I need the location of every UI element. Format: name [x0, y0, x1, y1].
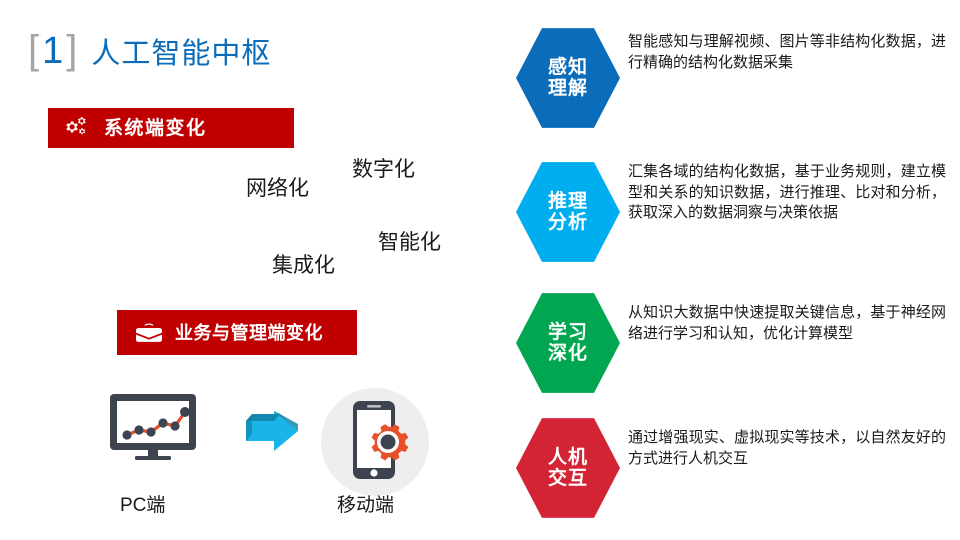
right-arrow-icon — [240, 405, 302, 464]
keyword-digital: 数字化 — [352, 158, 415, 181]
hexagon-learning: 学习 深化 — [516, 293, 620, 393]
capability-interaction-description: 通过增强现实、虚拟现实等技术，以自然友好的方式进行人机交互 — [628, 429, 946, 467]
capability-learning-description: 从知识大数据中快速提取关键信息，基于神经网络进行学习和认知，优化计算模型 — [628, 304, 946, 342]
keyword-intelligent: 智能化 — [378, 231, 441, 254]
capability-row-learning: 学习 深化 从知识大数据中快速提取关键信息，基于神经网络进行学习和认知，优化计算… — [516, 291, 946, 395]
title-text: 人工智能中枢 — [91, 38, 272, 70]
briefcase-icon — [133, 321, 165, 345]
hexagon-perception: 感知 理解 — [516, 28, 620, 128]
banner-business-side-label: 业务与管理端变化 — [175, 322, 323, 343]
capability-row-perception: 感知 理解 智能感知与理解视频、图片等非结构化数据，进行精确的结构化数据采集 — [516, 26, 946, 130]
banner-business-side: 业务与管理端变化 — [117, 310, 357, 355]
hexagon-interaction-label: 人机 交互 — [547, 446, 588, 489]
gears-icon — [62, 116, 92, 140]
endpoint-label-pc: PC端 — [120, 495, 166, 516]
hexagon-interaction: 人机 交互 — [516, 418, 620, 518]
hexagon-reasoning: 推理 分析 — [516, 162, 620, 262]
title-bracket-left: [ — [28, 28, 40, 72]
capability-perception-description: 智能感知与理解视频、图片等非结构化数据，进行精确的结构化数据采集 — [628, 33, 946, 71]
page-title: [ 1 ] 人工智能中枢 — [28, 30, 271, 70]
hexagon-perception-label: 感知 理解 — [547, 56, 588, 99]
title-number: 1 — [42, 30, 64, 72]
capability-reasoning-description: 汇集各域的结构化数据，基于业务规则，建立模型和关系的知识数据，进行推理、比对和分… — [628, 163, 946, 222]
banner-system-side: 系统端变化 — [48, 108, 294, 148]
capability-row-reasoning: 推理 分析 汇集各域的结构化数据，基于业务规则，建立模型和关系的知识数据，进行推… — [516, 160, 946, 264]
capability-row-interaction: 人机 交互 通过增强现实、虚拟现实等技术，以自然友好的方式进行人机交互 — [516, 416, 946, 520]
hexagon-learning-label: 学习 深化 — [547, 321, 588, 364]
keyword-integration: 集成化 — [272, 254, 335, 277]
hexagon-reasoning-label: 推理 分析 — [547, 190, 588, 233]
keyword-network: 网络化 — [246, 177, 309, 200]
endpoint-label-mobile: 移动端 — [337, 495, 395, 516]
smartphone-gear-icon — [318, 385, 432, 504]
monitor-chart-icon — [108, 392, 198, 469]
banner-system-side-label: 系统端变化 — [104, 117, 207, 139]
title-bracket-right: ] — [66, 28, 78, 72]
